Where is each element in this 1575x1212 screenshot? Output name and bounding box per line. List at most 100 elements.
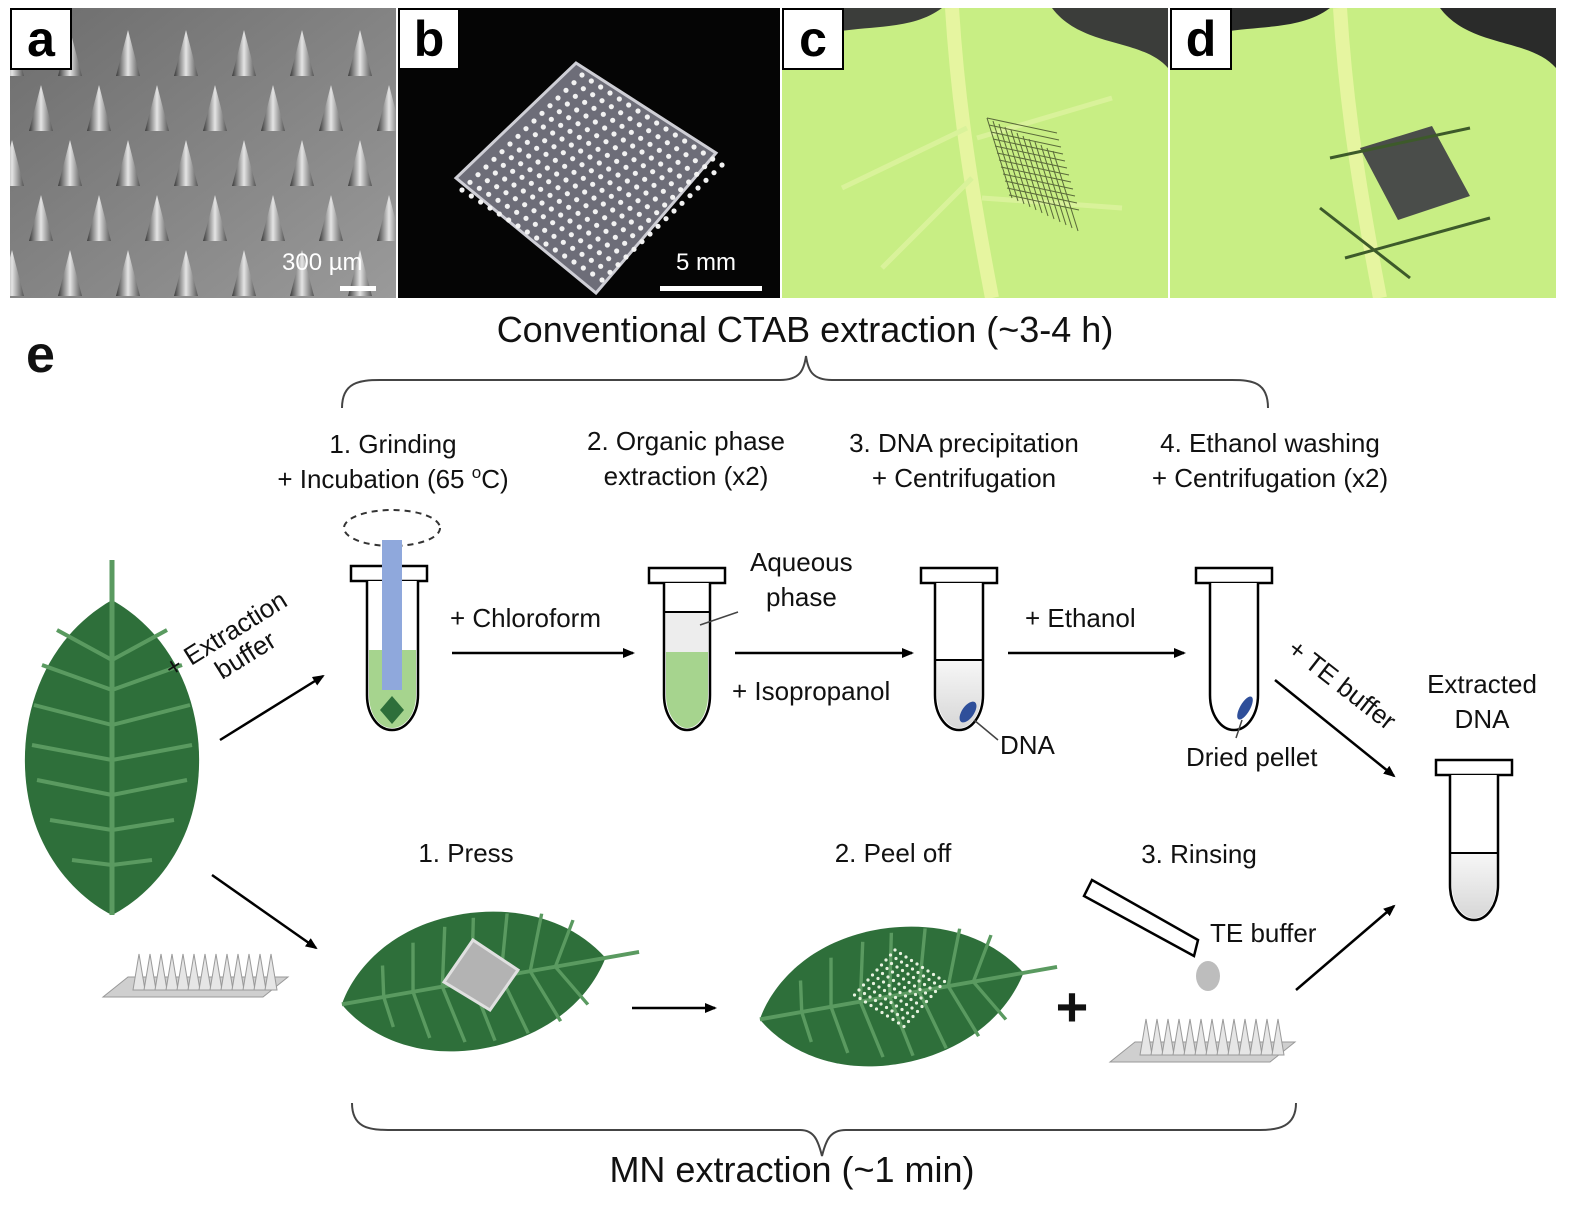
patch-needle-dot [494,184,500,190]
ethanol-label: + Ethanol [1025,603,1136,633]
patch-needle-dot [636,211,642,217]
panel-label-c: c [782,8,844,70]
patch-needle-dot [483,164,489,170]
patch-needle-dot [590,271,596,277]
patch-needle-dot [571,169,577,175]
patch-needle-dot [566,204,572,210]
patch-needle-dot [620,137,626,143]
patch-needle-dot [508,155,514,161]
microneedle-cone [203,85,227,131]
tube-precipitation [919,566,999,741]
patch-needle-dot [630,233,636,239]
patch-needle-dot [607,180,613,186]
patch-needle-dot [655,223,661,229]
microneedle-cone [290,140,314,186]
pipette-icon [1082,878,1220,991]
patch-needle-dot [627,116,633,122]
patch-needle-dot [679,200,685,206]
patch-needle-dot [646,217,652,223]
patch-needle-dot [590,92,596,98]
patch-needle-dot [532,221,538,227]
patch-needle-dot [658,161,664,167]
microneedle-cone [203,195,227,241]
scale-bar-label-a: 300 µm [282,249,363,276]
rotation-arrow [343,509,441,547]
patch-needle-dot [580,86,586,92]
patch-needle-dot [550,220,556,226]
patch-needle-dot [564,101,570,107]
microneedle-cone [10,140,24,186]
step-2-subheader: extraction (x2) [604,461,769,491]
patch-needle-dot [487,205,493,211]
leaf-with-imprint-photo [782,8,1168,298]
patch-needle-dot [638,225,644,231]
patch-needle-dot [674,146,680,152]
patch-needle-dot [554,171,560,177]
patch-needle-dot [520,188,526,194]
panel-label-b: b [398,8,460,70]
patch-on-leaf [441,937,521,1013]
dna-pellet [959,701,977,723]
patch-needle-dot [687,193,693,199]
patch-needle-dot [562,163,568,169]
patch-needle-dot [511,182,517,188]
patch-needle-dot [528,180,534,186]
patch-needle-dot [596,250,602,256]
patch-needle-dot [467,179,473,185]
patch-needle-dot [588,78,594,84]
patch-needle-dot [543,241,549,247]
patch-needle-dot [700,150,706,156]
patch-needle-dot [686,179,692,185]
patch-needle-dot [543,151,549,157]
microneedle-cone [87,195,111,241]
patch-needle-dot [579,162,585,168]
patch-needle-dot [567,128,573,134]
tube-grinding [343,509,441,732]
patch-needle-dot [592,209,598,215]
patch-needle-dot [506,217,512,223]
patch-needle-dot [540,124,546,130]
extracted-dna-label-1: Extracted [1427,669,1537,699]
te-buffer-arrow-label: + TE buffer [1282,633,1402,736]
patch-needle-dot [614,158,620,164]
patch-needle-dot [583,203,589,209]
patch-needle-dot [622,240,628,246]
patch-needle-dot [632,170,638,176]
patch-needle-dot [608,104,614,110]
patch-needle-dot [606,256,612,262]
patch-needle-dot [616,96,622,102]
patch-needle-dot [594,222,600,228]
patch-needle-dot [534,235,540,241]
patch-needle-dot [655,134,661,140]
patch-needle-dot [639,149,645,155]
patch-needle-dot [559,226,565,232]
patch-needle-dot [558,122,564,128]
patch-needle-dot [499,149,505,155]
patch-needle-dot [583,113,589,119]
patch-needle-dot [496,211,502,217]
patch-needle-dot [515,133,521,139]
dried-pellet-label: Dried pellet [1186,742,1318,772]
microneedle-cone [377,195,396,241]
isopropanol-label: + Isopropanol [732,676,890,706]
patch-needle-dot [654,120,660,126]
arrow-to-press [211,873,318,950]
scale-bar-label-b: 5 mm [676,249,736,276]
patch-needle-dot [644,114,650,120]
patch-needle-dot [572,93,578,99]
patch-needle-dot [702,164,708,170]
mn-title: MN extraction (~1 min) [609,1149,974,1190]
microneedle-cone [348,140,372,186]
microneedle-cone [261,85,285,131]
step-1-header: 1. Grinding [329,429,456,459]
patch-needle-dot [574,107,580,113]
patch-needle-dot [523,126,529,132]
panel-b: 5 mm b [398,8,780,298]
patch-needle-dot [526,153,532,159]
patch-needle-dot [579,251,585,257]
patch-needle-dot [551,144,557,150]
patch-needle-dot [667,167,673,173]
tube-extracted-dna [1434,758,1514,922]
patch-needle-dot [628,129,634,135]
patch-needle-dot [610,207,616,213]
